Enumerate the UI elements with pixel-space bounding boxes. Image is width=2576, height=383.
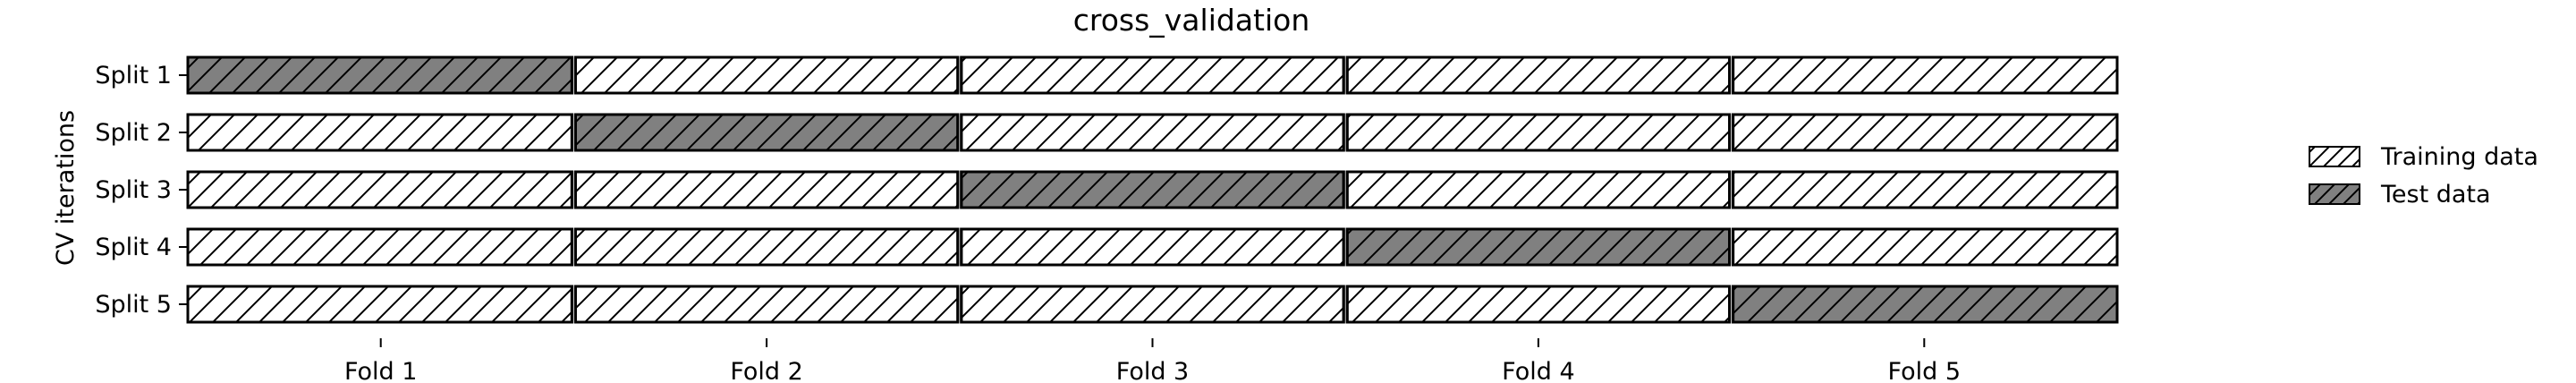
- fold-cell-hatch-split-4-fold-5: [1732, 227, 2119, 267]
- y-axis-label: CV iterations: [52, 110, 80, 266]
- fold-cells: [186, 55, 2119, 324]
- x-tick-label-1: Fold 1: [344, 358, 418, 383]
- fold-cell-hatch-split-3-fold-2: [573, 170, 960, 209]
- x-tick-label-3: Fold 3: [1116, 358, 1190, 383]
- fold-cell-hatch-split-5-fold-2: [573, 285, 960, 324]
- fold-cell-hatch-split-2-fold-3: [960, 113, 1345, 152]
- fold-cell-hatch-split-2-fold-4: [1345, 113, 1732, 152]
- fold-cell-hatch-split-1-fold-5: [1732, 55, 2119, 95]
- fold-cell-hatch-split-4-fold-4: [1345, 227, 1732, 267]
- fold-cell-hatch-split-5-fold-3: [960, 285, 1345, 324]
- fold-cell-hatch-split-1-fold-3: [960, 55, 1345, 95]
- y-tick-label-5: Split 5: [95, 291, 172, 319]
- fold-cell-hatch-split-1-fold-2: [573, 55, 960, 95]
- x-tick-label-4: Fold 4: [1502, 358, 1575, 383]
- chart-title: cross_validation: [1073, 3, 1310, 38]
- legend-label-training: Training data: [2380, 143, 2538, 171]
- x-tick-label-5: Fold 5: [1888, 358, 1962, 383]
- fold-cell-hatch-split-4-fold-3: [960, 227, 1345, 267]
- fold-cell-hatch-split-4-fold-1: [186, 227, 573, 267]
- fold-cell-hatch-split-2-fold-1: [186, 113, 573, 152]
- y-tick-label-1: Split 1: [95, 62, 172, 89]
- fold-cell-hatch-split-4-fold-2: [573, 227, 960, 267]
- fold-cell-hatch-split-5-fold-5: [1732, 285, 2119, 324]
- fold-cell-hatch-split-3-fold-1: [186, 170, 573, 209]
- fold-cell-hatch-split-5-fold-4: [1345, 285, 1732, 324]
- fold-cell-hatch-split-3-fold-4: [1345, 170, 1732, 209]
- fold-cell-hatch-split-1-fold-1: [186, 55, 573, 95]
- legend-swatch-training-hatch: [2309, 146, 2360, 167]
- fold-cell-hatch-split-3-fold-5: [1732, 170, 2119, 209]
- x-tick-labels: Fold 1 Fold 2 Fold 3 Fold 4 Fold 5: [344, 338, 1961, 383]
- legend: Training data Test data: [2309, 143, 2538, 209]
- x-tick-label-2: Fold 2: [730, 358, 803, 383]
- y-tick-label-3: Split 3: [95, 176, 172, 204]
- legend-label-test: Test data: [2380, 181, 2491, 209]
- y-tick-labels: Split 1 Split 2 Split 3 Split 4 Split 5: [95, 62, 188, 319]
- y-tick-label-2: Split 2: [95, 119, 172, 147]
- fold-cell-hatch-split-1-fold-4: [1345, 55, 1732, 95]
- fold-cell-hatch-split-2-fold-5: [1732, 113, 2119, 152]
- y-tick-label-4: Split 4: [95, 234, 172, 261]
- fold-cell-hatch-split-5-fold-1: [186, 285, 573, 324]
- fold-cell-hatch-split-3-fold-3: [960, 170, 1345, 209]
- legend-swatch-test-hatch: [2309, 183, 2360, 205]
- fold-cell-hatch-split-2-fold-2: [573, 113, 960, 152]
